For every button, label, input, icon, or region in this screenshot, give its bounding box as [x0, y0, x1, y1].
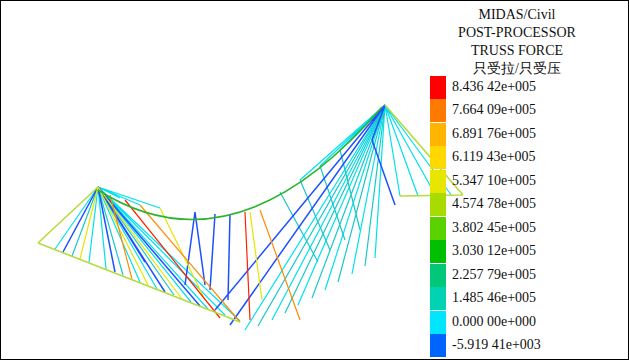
- color-swatch: [430, 146, 446, 169]
- color-swatch: [430, 76, 446, 99]
- color-swatch: [430, 264, 446, 287]
- legend-value: 3.802 45e+005: [452, 220, 536, 236]
- cyan-cables: [55, 105, 452, 330]
- color-swatch: [430, 217, 446, 240]
- legend-row: 3.030 12e+005: [430, 240, 610, 263]
- legend-value: 1.485 46e+005: [452, 290, 536, 306]
- legend-heading: TRUSS FORCE: [471, 43, 563, 59]
- legend-value: -5.919 41e+003: [452, 337, 541, 353]
- legend-value: 6.119 43e+005: [452, 149, 536, 165]
- color-swatch: [430, 123, 446, 146]
- legend-row: 6.119 43e+005: [430, 146, 610, 169]
- legend-row: 7.664 09e+005: [430, 99, 610, 122]
- legend-value: 3.030 12e+005: [452, 243, 536, 259]
- legend-row: 4.574 78e+005: [430, 193, 610, 216]
- anchor-lines: [38, 105, 463, 322]
- bridge-deck: [98, 107, 382, 219]
- legend-value: 6.891 76e+005: [452, 126, 536, 142]
- color-swatch: [430, 193, 446, 216]
- legend-heading: 只受拉/只受压: [473, 61, 561, 77]
- legend-row: 2.257 79e+005: [430, 264, 610, 287]
- yellow-cables: [80, 187, 262, 300]
- legend-row: 5.347 10e+005: [430, 170, 610, 193]
- legend-row: -5.919 41e+003: [430, 334, 610, 357]
- truss-model: [38, 105, 463, 330]
- color-swatch: [430, 240, 446, 263]
- legend-row: 0.000 00e+000: [430, 311, 610, 334]
- color-swatch: [430, 170, 446, 193]
- legend-row: 8.436 42e+005: [430, 76, 610, 99]
- color-swatch: [430, 99, 446, 122]
- color-swatch: [430, 311, 446, 334]
- color-swatch: [430, 334, 446, 357]
- color-swatch: [430, 287, 446, 310]
- legend-heading: POST-PROCESSOR: [458, 25, 576, 41]
- legend-value: 8.436 42e+005: [452, 79, 536, 95]
- legend-value: 7.664 09e+005: [452, 102, 536, 118]
- legend-value: 0.000 00e+000: [452, 314, 536, 330]
- legend-row: 3.802 45e+005: [430, 217, 610, 240]
- legend-row: 1.485 46e+005: [430, 287, 610, 310]
- blue-cables: [63, 105, 395, 325]
- orange-cables: [110, 195, 300, 322]
- legend-value: 5.347 10e+005: [452, 173, 536, 189]
- legend-value: 2.257 79e+005: [452, 267, 536, 283]
- legend-heading: MIDAS/Civil: [478, 7, 555, 23]
- legend-value: 4.574 78e+005: [452, 196, 536, 212]
- legend-row: 6.891 76e+005: [430, 123, 610, 146]
